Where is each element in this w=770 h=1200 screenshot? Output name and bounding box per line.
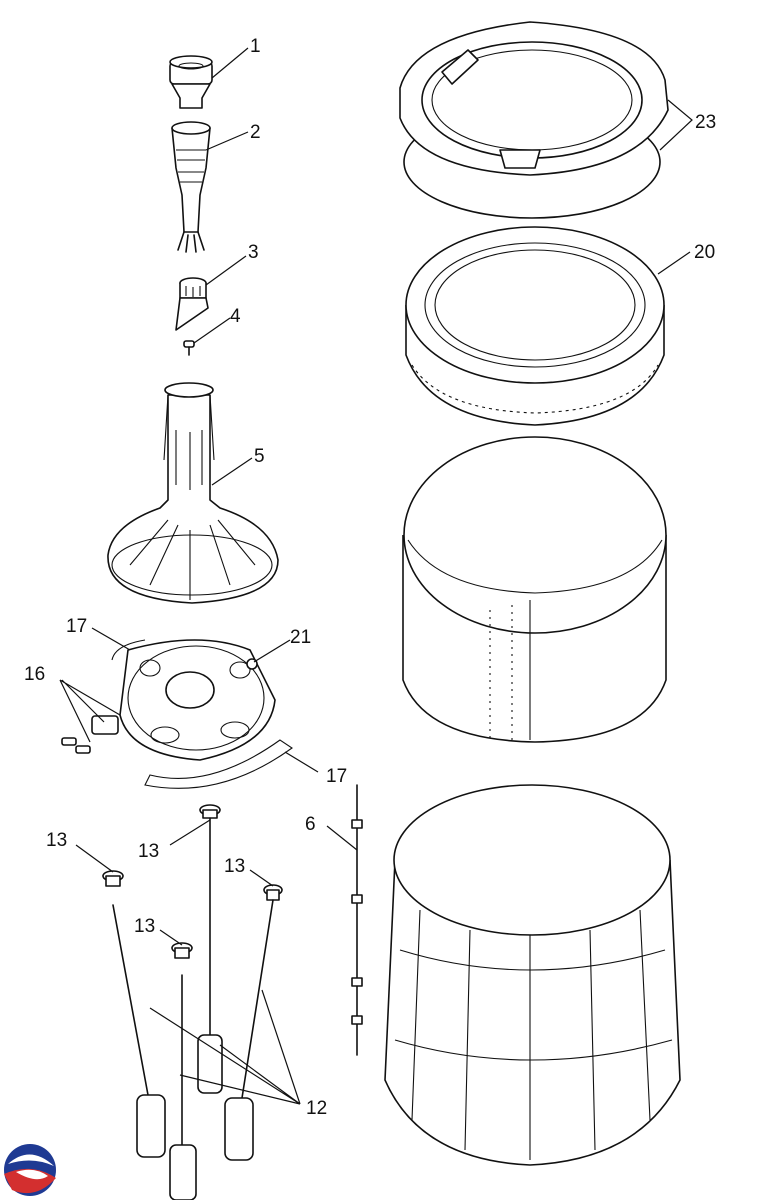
part-20-balance-ring <box>405 226 665 426</box>
callout-20: 20 <box>694 242 715 263</box>
part-1-agitator-cap <box>169 55 213 109</box>
callout-6: 6 <box>305 814 316 835</box>
brand-logo-icon <box>4 1144 56 1196</box>
callout-21: 21 <box>290 627 311 648</box>
callout-3: 3 <box>248 242 259 263</box>
part-23-tub-ring <box>399 21 669 219</box>
part-3-cam <box>175 277 209 331</box>
callout-13-left: 13 <box>46 830 67 851</box>
leader-lines <box>59 47 693 1105</box>
part-2-auger <box>171 121 211 253</box>
callout-1: 1 <box>250 36 261 57</box>
callout-13-middle: 13 <box>134 916 155 937</box>
callout-4: 4 <box>230 306 241 327</box>
outer-tub <box>384 784 681 1166</box>
callout-labels: 1 2 3 4 5 6 12 13 13 13 13 16 17 17 20 2… <box>24 36 716 1119</box>
part-13-bushings <box>102 804 283 959</box>
callout-16: 16 <box>24 664 45 685</box>
callout-17-top: 17 <box>66 616 87 637</box>
part-16-17-21-hub-assembly <box>61 639 293 789</box>
part-4-screw <box>183 340 195 356</box>
part-6-strap <box>351 784 363 1056</box>
wash-basket <box>402 436 667 743</box>
callout-2: 2 <box>250 122 261 143</box>
callout-13-top: 13 <box>138 841 159 862</box>
callout-12: 12 <box>306 1098 327 1119</box>
part-5-agitator <box>107 382 279 604</box>
part-12-suspension-rods <box>112 817 274 1200</box>
callout-5: 5 <box>254 446 265 467</box>
callout-13-right: 13 <box>224 856 245 877</box>
callout-17-bottom: 17 <box>326 766 347 787</box>
callout-23: 23 <box>695 112 716 133</box>
